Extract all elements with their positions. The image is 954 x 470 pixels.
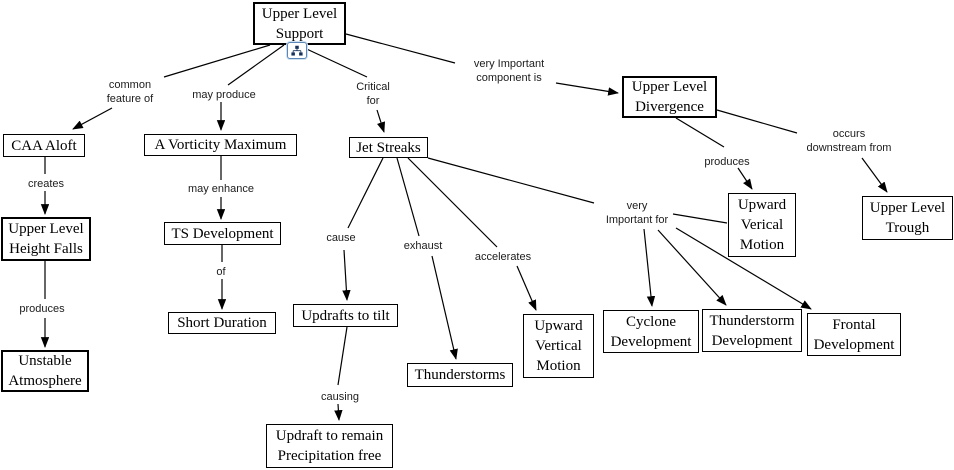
node-upward-verical-motion[interactable]: Upward Verical Motion	[728, 193, 796, 257]
link-label-causing[interactable]: causing	[321, 391, 359, 403]
link-label-exhaust[interactable]: exhaust	[403, 240, 443, 252]
sitemap-icon-glyph	[291, 45, 303, 56]
link-label-critical-for[interactable]: Critical for	[356, 81, 390, 107]
node-short-duration[interactable]: Short Duration	[168, 312, 276, 334]
link-label-of[interactable]: of	[216, 266, 226, 278]
link-label-creates[interactable]: creates	[27, 178, 65, 190]
link-label-accelerates[interactable]: accelerates	[474, 251, 532, 263]
node-unstable-atmosphere[interactable]: Unstable Atmosphere	[1, 350, 89, 392]
node-caa-aloft[interactable]: CAA Aloft	[3, 134, 85, 157]
link-label-cause[interactable]: cause	[326, 232, 356, 244]
link-label-produces-left[interactable]: produces	[19, 303, 65, 315]
node-vorticity-maximum[interactable]: A Vorticity Maximum	[144, 134, 297, 156]
node-jet-streaks[interactable]: Jet Streaks	[349, 137, 428, 158]
node-upper-level-height-falls[interactable]: Upper Level Height Falls	[1, 217, 91, 261]
node-cyclone-development[interactable]: Cyclone Development	[603, 310, 699, 353]
link-label-may-enhance[interactable]: may enhance	[187, 183, 255, 195]
node-thunderstorm-development[interactable]: Thunderstorm Development	[702, 309, 802, 352]
node-frontal-development[interactable]: Frontal Development	[807, 313, 901, 356]
link-label-occurs-downstream-from[interactable]: occurs downstream from	[806, 128, 892, 154]
node-upper-level-support[interactable]: Upper Level Support	[253, 2, 346, 45]
link-label-produces-right[interactable]: produces	[704, 156, 750, 168]
link-label-very-important-component-is[interactable]: very Important component is	[473, 58, 545, 84]
sitemap-icon[interactable]	[287, 42, 307, 59]
link-label-common-feature-of[interactable]: common feature of	[106, 79, 154, 105]
node-ts-development[interactable]: TS Development	[164, 222, 281, 245]
node-upper-level-divergence[interactable]: Upper Level Divergence	[622, 76, 717, 118]
node-updraft-precipitation-free[interactable]: Updraft to remain Precipitation free	[266, 424, 393, 468]
node-upper-level-trough[interactable]: Upper Level Trough	[862, 196, 953, 240]
node-upward-vertical-motion[interactable]: Upward Vertical Motion	[523, 314, 594, 378]
node-updrafts-to-tilt[interactable]: Updrafts to tilt	[293, 304, 398, 327]
node-thunderstorms[interactable]: Thunderstorms	[407, 363, 513, 387]
link-label-very-important-for[interactable]: very Important for	[605, 200, 669, 226]
link-label-may-produce[interactable]: may produce	[192, 89, 256, 101]
